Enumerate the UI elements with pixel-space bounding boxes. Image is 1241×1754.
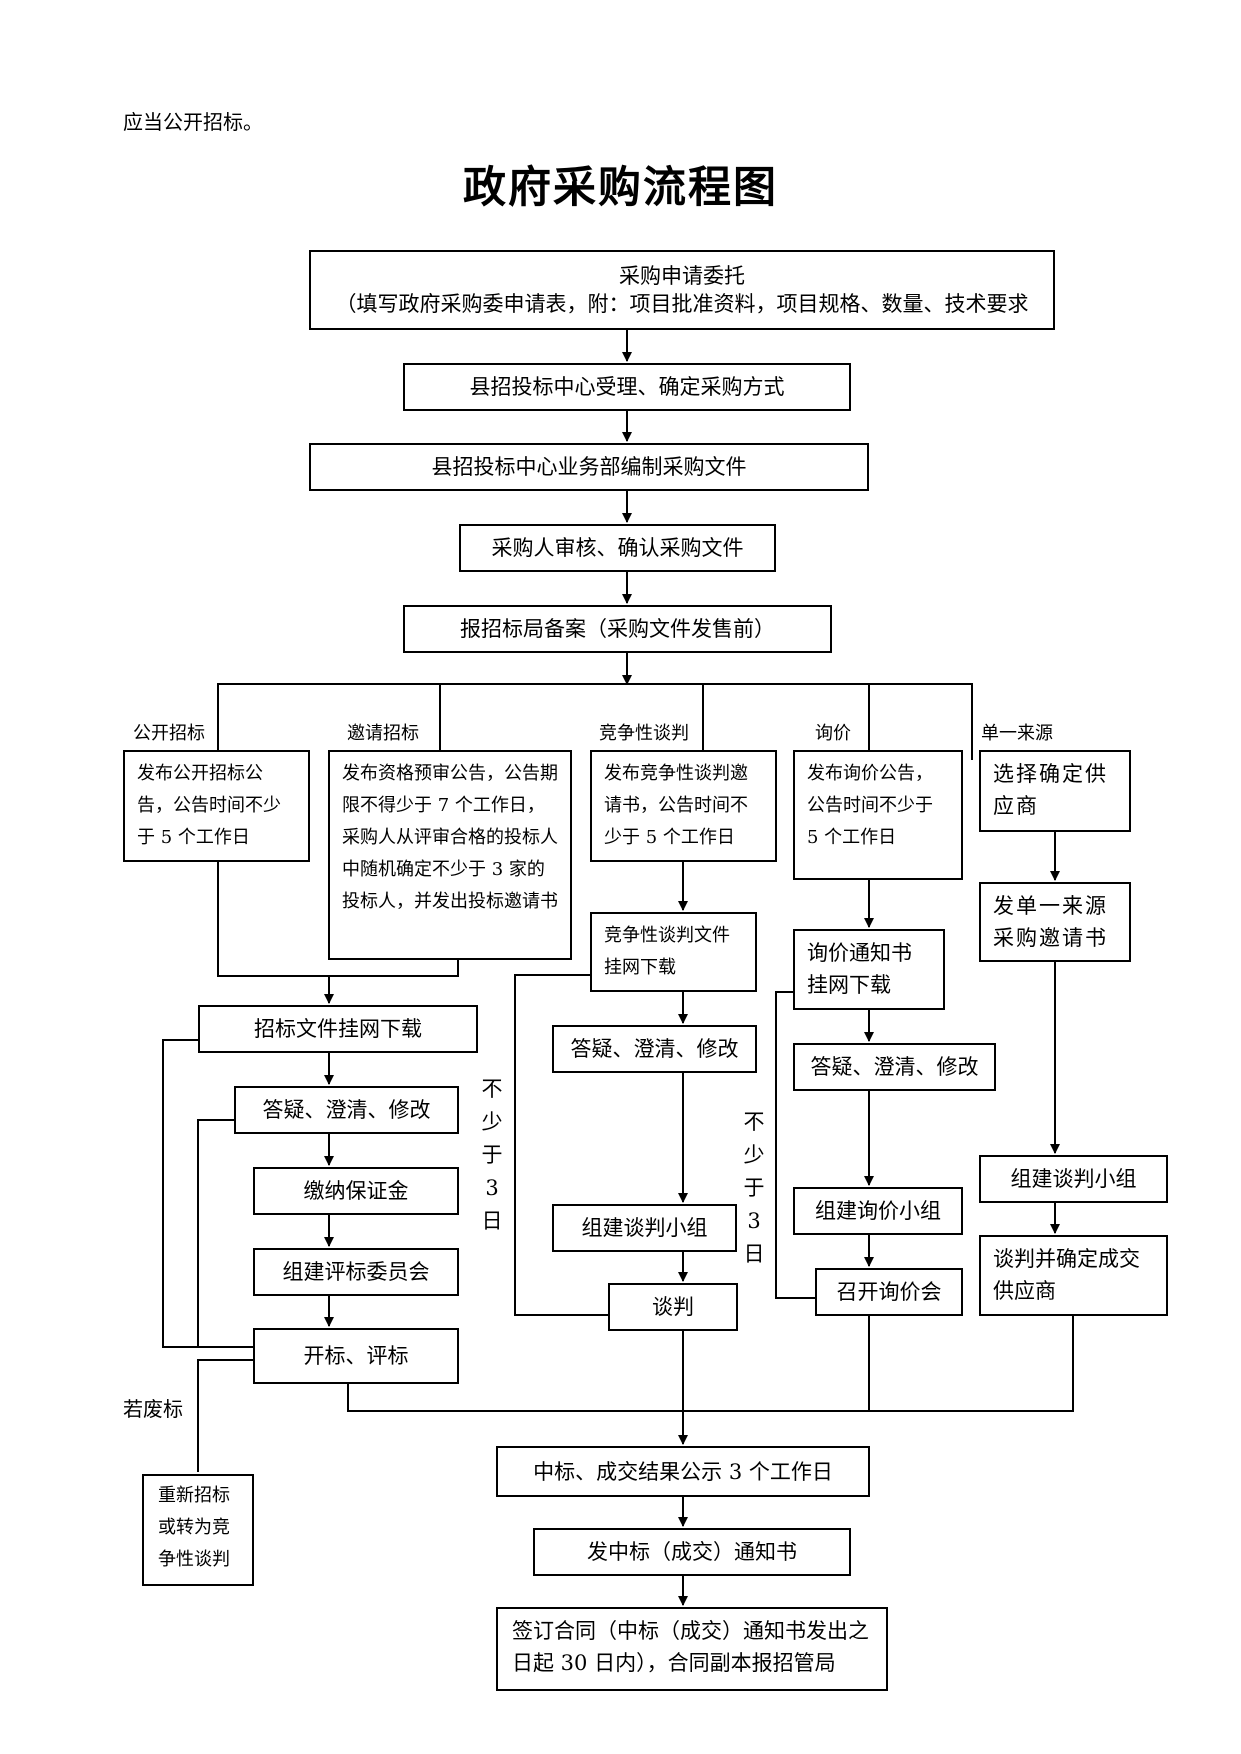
open-notice-box: 发布公开招标公告，公告时间不少于 5 个工作日 <box>123 750 310 862</box>
negotiate-download-box: 竞争性谈判文件挂网下载 <box>590 912 757 992</box>
review-box: 采购人审核、确认采购文件 <box>459 524 776 572</box>
contract-box: 签订合同（中标（成交）通知书发出之日起 30 日内），合同副本报招管局 <box>496 1607 888 1691</box>
single-select-box: 选择确定供应商 <box>979 750 1131 832</box>
page-title: 政府采购流程图 <box>463 163 778 213</box>
invite-notice-box: 发布资格预审公告，公告期限不得少于 7 个工作日，采购人从评审合格的投标人中随机… <box>328 750 572 960</box>
intro-text: 应当公开招标。 <box>123 110 263 134</box>
open-qa-box: 答疑、澄清、修改 <box>234 1086 459 1134</box>
single-group-box: 组建谈判小组 <box>979 1155 1168 1203</box>
publicity-box: 中标、成交结果公示 3 个工作日 <box>496 1446 870 1497</box>
method-label-single: 单一来源 <box>981 723 1053 744</box>
inquiry-meeting-box: 召开询价会 <box>815 1268 963 1316</box>
negotiate-group-box: 组建谈判小组 <box>552 1204 737 1252</box>
committee-box: 组建评标委员会 <box>253 1248 459 1296</box>
method-label-inquiry: 询价 <box>815 723 851 744</box>
negotiate-qa-box: 答疑、澄清、修改 <box>552 1025 757 1073</box>
apply-box: 采购申请委托 （填写政府采购委申请表，附：项目批准资料，项目规格、数量、技术要求 <box>309 250 1055 330</box>
inquiry-download-box: 询价通知书挂网下载 <box>793 929 945 1010</box>
apply-detail: （填写政府采购委申请表，附：项目批准资料，项目规格、数量、技术要求 <box>335 292 1029 316</box>
single-confirm-box: 谈判并确定成交供应商 <box>979 1235 1168 1316</box>
compile-box: 县招投标中心业务部编制采购文件 <box>309 443 869 491</box>
record-box: 报招标局备案（采购文件发售前） <box>403 605 832 653</box>
evaluate-box: 开标、评标 <box>253 1328 459 1384</box>
inquiry-notice-box: 发布询价公告，公告时间不少于 5 个工作日 <box>793 750 963 880</box>
method-label-open: 公开招标 <box>133 723 205 744</box>
method-label-negotiate: 竞争性谈判 <box>599 723 689 744</box>
inquiry-group-box: 组建询价小组 <box>793 1187 963 1235</box>
min-days-note-right: 不 少 于 3 日 <box>743 1110 765 1266</box>
single-invite-box: 发单一来源采购邀请书 <box>979 882 1131 962</box>
negotiate-box: 谈判 <box>608 1283 738 1331</box>
min-days-note-left: 不 少 于 3 日 <box>481 1077 503 1233</box>
failed-bid-label: 若废标 <box>123 1397 183 1421</box>
inquiry-qa-box: 答疑、澄清、修改 <box>793 1043 996 1091</box>
award-notice-box: 发中标（成交）通知书 <box>533 1528 851 1576</box>
deposit-box: 缴纳保证金 <box>253 1167 459 1215</box>
retender-box: 重新招标或转为竞争性谈判 <box>142 1474 254 1586</box>
apply-title: 采购申请委托 <box>619 264 745 288</box>
method-label-invite: 邀请招标 <box>347 723 419 744</box>
accept-box: 县招投标中心受理、确定采购方式 <box>403 363 851 411</box>
negotiate-notice-box: 发布竞争性谈判邀请书，公告时间不少于 5 个工作日 <box>590 750 777 862</box>
open-download-box: 招标文件挂网下载 <box>198 1005 478 1053</box>
